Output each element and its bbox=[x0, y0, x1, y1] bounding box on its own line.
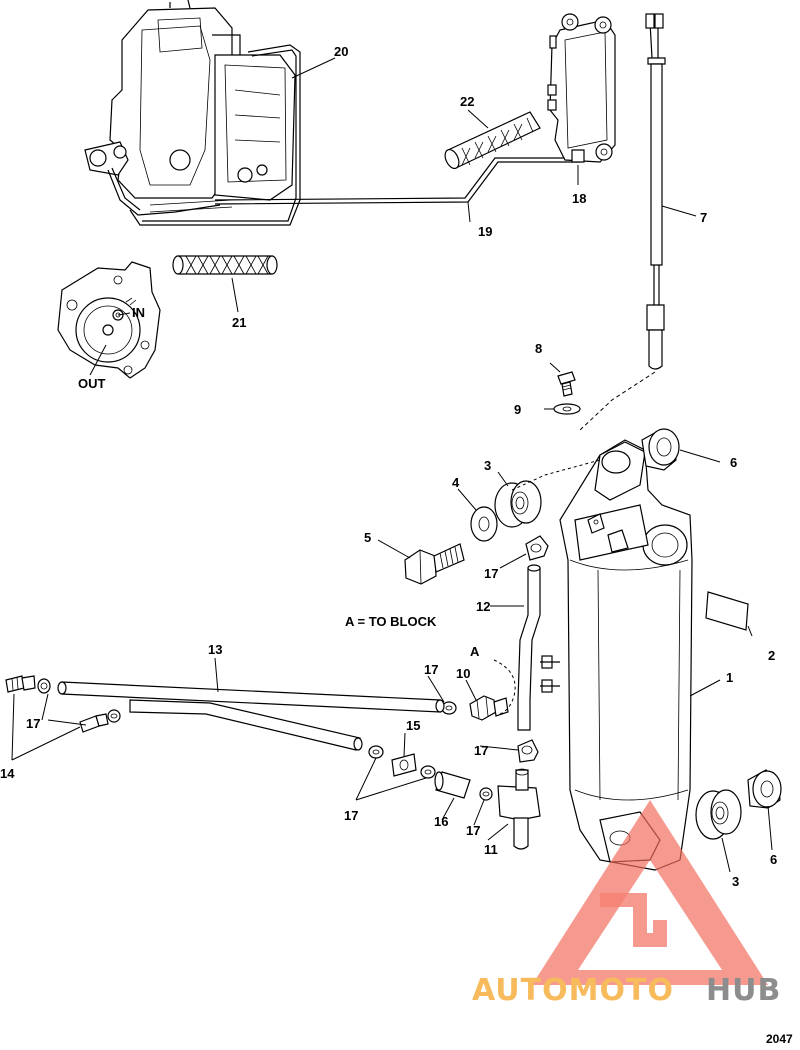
washer-4 bbox=[470, 506, 498, 542]
callout-13: 13 bbox=[208, 642, 222, 657]
screw-8 bbox=[557, 371, 576, 397]
hose-clamp-17-left-lower bbox=[107, 709, 121, 723]
callout-17-left: 17 bbox=[26, 716, 40, 731]
callout-16: 16 bbox=[434, 814, 448, 829]
watermark-logo: AUTOMOTO HUB bbox=[472, 800, 781, 1008]
hose-clamp-17-top bbox=[525, 535, 549, 561]
callout-4: 4 bbox=[452, 475, 460, 490]
callout-8: 8 bbox=[535, 341, 542, 356]
sensor-harness-7 bbox=[579, 13, 666, 431]
grommet-6-lower bbox=[747, 769, 782, 809]
callout-22: 22 bbox=[460, 94, 474, 109]
hose-clamp-17-16 bbox=[479, 787, 493, 801]
hose-clamp-17-mid bbox=[517, 739, 539, 763]
callout-6-lower: 6 bbox=[770, 852, 777, 867]
hose-clamp-17-15b bbox=[420, 765, 436, 779]
callout-19: 19 bbox=[478, 224, 492, 239]
callout-3-lower: 3 bbox=[732, 874, 739, 889]
callout-1: 1 bbox=[726, 670, 733, 685]
label-point-a: A bbox=[470, 644, 480, 659]
braided-hose-21 bbox=[172, 255, 278, 275]
engine-block-drawing bbox=[84, 0, 296, 216]
callout-20: 20 bbox=[334, 44, 348, 59]
callout-17-top: 17 bbox=[484, 566, 498, 581]
hose-12 bbox=[517, 564, 541, 731]
fitting-14-upper bbox=[5, 675, 36, 693]
callout-17-right: 17 bbox=[466, 823, 480, 838]
fuel-pump-drawing bbox=[57, 261, 161, 379]
grommet-6-upper bbox=[641, 428, 680, 471]
callout-3-upper: 3 bbox=[484, 458, 491, 473]
label-in: IN bbox=[132, 305, 145, 320]
connector-15 bbox=[391, 753, 417, 777]
grommet-3-upper bbox=[494, 480, 542, 528]
braided-hose-22 bbox=[444, 111, 541, 170]
fuel-line-20 bbox=[129, 44, 301, 226]
bolt-5 bbox=[404, 543, 465, 585]
tee-fitting-11 bbox=[497, 768, 541, 850]
callout-17-a: 17 bbox=[424, 662, 438, 677]
callout-14: 14 bbox=[0, 766, 15, 781]
fitting-10 bbox=[469, 695, 509, 721]
fuel-line-19 bbox=[214, 157, 580, 201]
callout-10: 10 bbox=[456, 666, 470, 681]
callout-17-lower: 17 bbox=[344, 808, 358, 823]
figure-number: 2047 bbox=[766, 1032, 793, 1046]
callout-17-mid: 17 bbox=[474, 743, 488, 758]
block-note: A = TO BLOCK bbox=[345, 614, 437, 629]
hose-13 bbox=[57, 681, 445, 751]
label-out: OUT bbox=[78, 376, 106, 391]
callout-5: 5 bbox=[364, 530, 371, 545]
callout-15: 15 bbox=[406, 718, 420, 733]
callout-11: 11 bbox=[484, 842, 498, 857]
fitting-14-lower bbox=[79, 713, 109, 733]
hose-clamp-17-15a bbox=[368, 745, 384, 759]
washer-9 bbox=[553, 403, 581, 415]
hose-16 bbox=[434, 771, 471, 799]
callout-7: 7 bbox=[700, 210, 707, 225]
decal-2 bbox=[705, 591, 749, 631]
callout-18: 18 bbox=[572, 191, 586, 206]
callout-9: 9 bbox=[514, 402, 521, 417]
grommet-3-lower bbox=[695, 789, 742, 840]
callout-6-upper: 6 bbox=[730, 455, 737, 470]
leader-lines bbox=[11, 57, 773, 873]
callout-12: 12 bbox=[476, 599, 490, 614]
callout-2: 2 bbox=[768, 648, 775, 663]
fuel-filter-assembly bbox=[547, 13, 616, 163]
fuel-canister-1 bbox=[540, 439, 693, 871]
watermark-text-1: AUTOMOTO bbox=[472, 973, 674, 1008]
watermark-text-2: HUB bbox=[706, 973, 781, 1008]
hose-clamp-17-left-upper bbox=[37, 678, 51, 694]
callout-21: 21 bbox=[232, 315, 246, 330]
